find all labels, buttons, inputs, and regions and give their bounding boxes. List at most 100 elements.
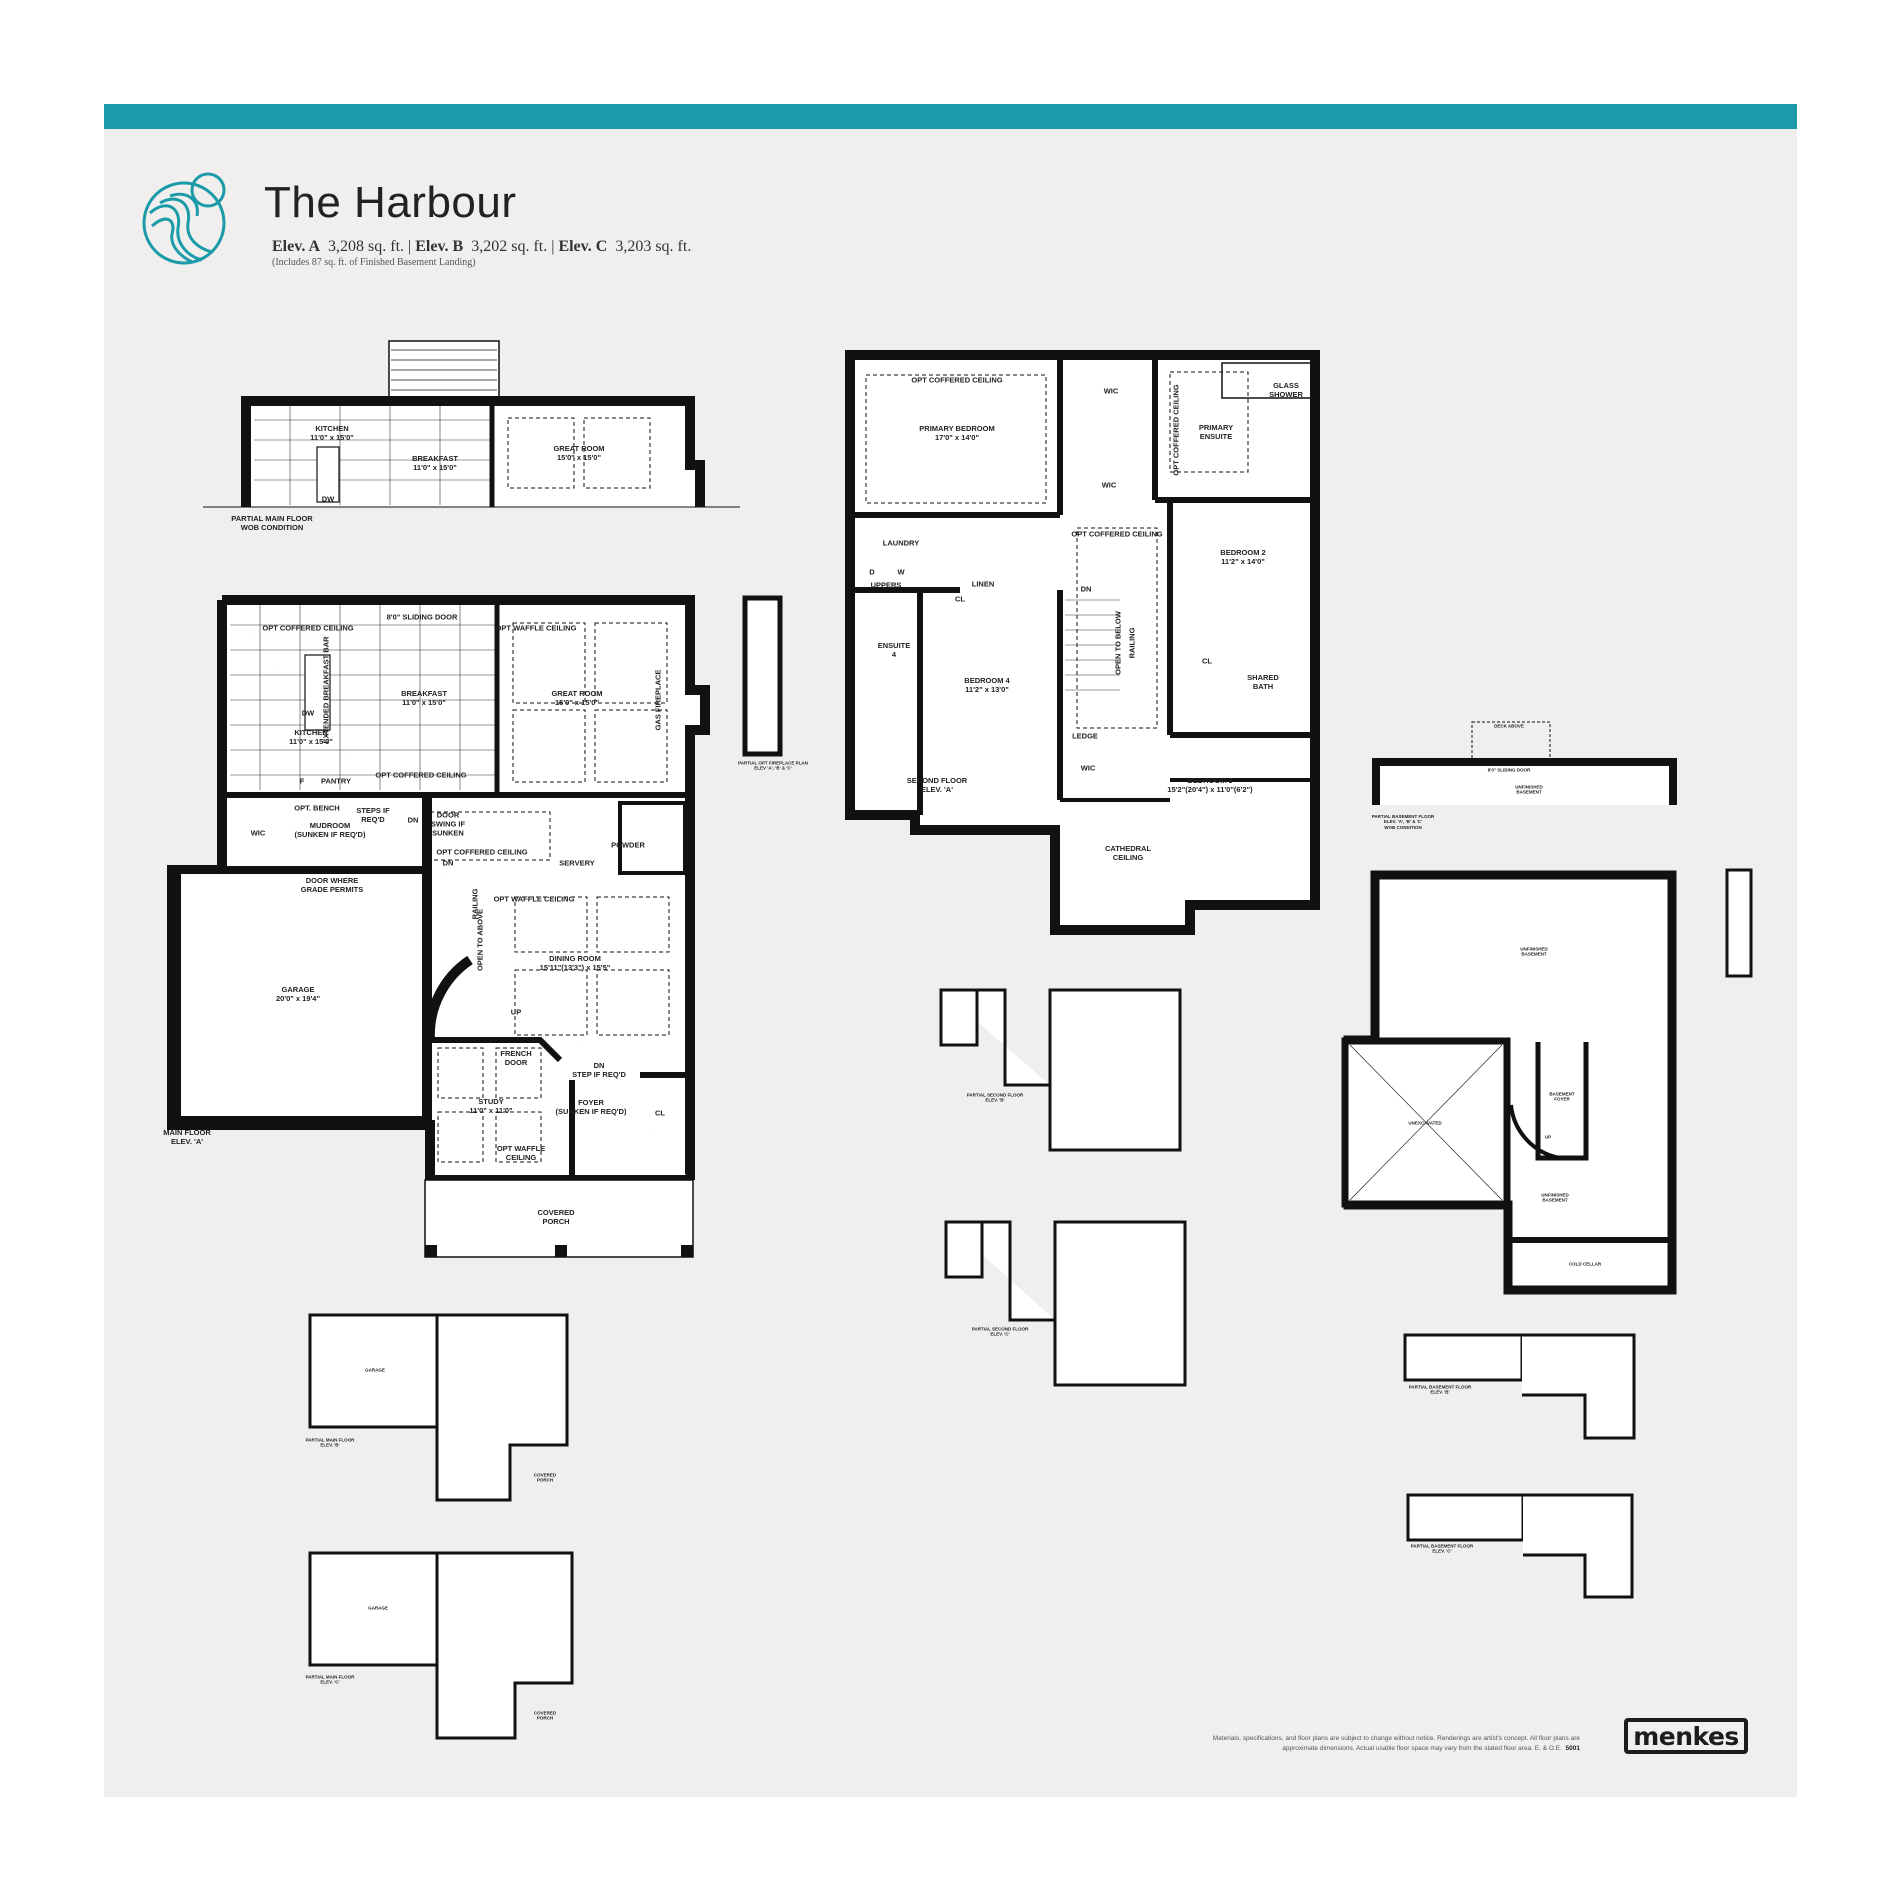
room-label: LEDGE <box>1072 731 1098 741</box>
room-label: GREAT ROOM 15'0" x 15'0" <box>553 444 605 462</box>
room-label: OPT. BENCH <box>294 803 340 813</box>
room-label: CL <box>655 1108 665 1118</box>
room-label: UNFINISHED BASEMENT <box>1520 946 1548 957</box>
menkes-logo: menkes <box>1624 1718 1748 1754</box>
room-label: BEDROOM 3 15'2"(20'4") x 11'0"(6'2") <box>1167 776 1253 794</box>
partial-basement-wob-plan <box>1372 721 1677 805</box>
room-label: RAILING <box>470 888 480 920</box>
room-label: EXTENDED BREAKFAST BAR <box>321 636 331 744</box>
room-label: POWDER <box>611 840 645 850</box>
room-label: GARAGE <box>365 1367 385 1373</box>
harbour-logo <box>142 172 226 265</box>
room-label: OPT WAFFLE CEILING <box>496 1144 546 1162</box>
room-label: OPT WAFFLE CEILING <box>495 623 577 633</box>
room-label: DN <box>442 858 454 868</box>
plan-code: 5001 <box>1565 1744 1580 1752</box>
room-label: STUDY 11'0" x 11'0" <box>469 1097 513 1115</box>
room-label: LINEN <box>971 579 995 589</box>
room-label: DW <box>301 708 315 718</box>
elev-b-name: Elev. B <box>415 238 464 255</box>
room-label: UNFINISHED BASEMENT <box>1515 784 1543 795</box>
plan-caption: PARTIAL MAIN FLOOR ELEV. 'B' <box>305 1437 355 1448</box>
page-title: The Harbour <box>264 178 517 227</box>
room-label: UPPERS <box>870 580 902 590</box>
brand-name: menkes <box>1633 1721 1739 1751</box>
room-label: 8'0" SLIDING DOOR <box>1487 767 1531 773</box>
ceiling-outlines <box>429 622 670 1163</box>
plan-caption: PARTIAL OPT FIREPLACE PLAN ELEV 'A', 'B'… <box>738 760 808 771</box>
room-label: GARAGE <box>368 1605 388 1611</box>
room-label: OPEN TO BELOW <box>1113 611 1123 675</box>
room-label: GAS FIREPLACE <box>653 669 663 731</box>
room-label: W <box>897 567 905 577</box>
elevation-areas: Elev. A 3,208 sq. ft. | Elev. B 3,202 sq… <box>272 238 691 256</box>
room-label: BEDROOM 2 11'2" x 14'0" <box>1220 548 1266 566</box>
room-label: BASEMENT FOYER <box>1549 1091 1575 1102</box>
room-label: MUDROOM (SUNKEN IF REQ'D) <box>294 821 366 839</box>
room-label: KITCHEN 11'0" x 15'0" <box>310 424 354 442</box>
room-label: DOOR SWING IF SUNKEN <box>430 810 466 838</box>
room-label: GARAGE 20'0" x 19'4" <box>275 985 321 1003</box>
elev-b-area: 3,202 sq. ft. <box>471 238 548 255</box>
room-label: DECK ABOVE <box>1494 723 1524 729</box>
room-label: GLASS SHOWER <box>1269 381 1303 399</box>
room-label: F <box>299 776 305 786</box>
separator: | <box>408 238 412 255</box>
room-label: UP <box>510 1007 522 1017</box>
accent-bar <box>104 104 1797 129</box>
room-label: OPT COFFERED CEILING <box>1171 384 1181 476</box>
room-label: BEDROOM 4 11'2" x 13'0" <box>964 676 1010 694</box>
room-label: DN STEP IF REQ'D <box>572 1061 626 1079</box>
room-label: UNEXCAVATED <box>1408 1120 1442 1126</box>
room-label: GREAT ROOM 15'0" x 15'0" <box>551 689 603 707</box>
room-label: D <box>869 567 875 577</box>
room-label: CL <box>1202 656 1212 666</box>
room-label: DINING ROOM 15'11"(13'3") x 15'5" <box>539 954 611 972</box>
plan-caption: PARTIAL MAIN FLOOR ELEV. 'C' <box>305 1674 355 1685</box>
plan-caption: PARTIAL BASEMENT FLOOR ELEV. 'C' <box>1410 1543 1474 1554</box>
room-label: WIC <box>1101 480 1117 490</box>
room-label: PRIMARY ENSUITE <box>1198 423 1234 441</box>
plan-caption: PARTIAL BASEMENT FLOOR ELEV. 'A', 'B' & … <box>1371 813 1435 830</box>
room-label: OPT COFFERED CEILING <box>262 623 354 633</box>
room-label: DN <box>1080 584 1092 594</box>
elev-a-name: Elev. A <box>272 238 321 255</box>
plan-caption: SECOND FLOOR ELEV. 'A' <box>906 776 968 794</box>
elev-c-area: 3,203 sq. ft. <box>615 238 692 255</box>
room-label: KITCHEN 11'0" x 15'0" <box>289 728 333 746</box>
basement-plan <box>1341 870 1677 1295</box>
room-label: FOYER (SUNKEN IF REQ'D) <box>555 1098 627 1116</box>
room-label: OPT COFFERED CEILING <box>436 847 528 857</box>
room-label: UP <box>1544 1134 1552 1140</box>
room-label: STEPS IF REQ'D <box>356 806 390 824</box>
room-label: DOOR WHERE GRADE PERMITS <box>300 876 364 894</box>
plan-caption: PARTIAL SECOND FLOOR ELEV. 'C' <box>971 1326 1029 1337</box>
elev-c-name: Elev. C <box>558 238 608 255</box>
room-label: COVERED PORCH <box>533 1710 557 1721</box>
room-label: WIC <box>1103 386 1119 396</box>
plan-caption: PARTIAL MAIN FLOOR WOB CONDITION <box>231 514 313 532</box>
partial-main-wob-plan <box>203 340 740 508</box>
room-label: CATHEDRAL CEILING <box>1104 844 1152 862</box>
room-label: BREAKFAST 11'0" x 15'0" <box>412 454 458 472</box>
room-label: SHARED BATH <box>1247 673 1279 691</box>
room-label: OPT COFFERED CEILING <box>375 770 467 780</box>
separator: | <box>551 238 555 255</box>
elev-a-area: 3,208 sq. ft. <box>328 238 405 255</box>
room-label: OPT WAFFLE CEILING <box>493 894 575 904</box>
plan-caption: PARTIAL SECOND FLOOR ELEV. 'B' <box>966 1092 1024 1103</box>
room-label: WIC <box>250 828 266 838</box>
room-label: LAUNDRY <box>882 538 920 548</box>
room-label: 8'0" SLIDING DOOR <box>386 612 458 622</box>
main-floor-tile-grid <box>230 605 495 790</box>
room-label: FRENCH DOOR <box>500 1049 532 1067</box>
room-label: RAILING <box>1127 627 1137 659</box>
small-partial-plans <box>308 988 1636 1740</box>
room-label: OPT COFFERED CEILING <box>911 375 1003 385</box>
room-label: OPT COFFERED CEILING <box>1071 529 1163 539</box>
second-floor-plan <box>845 350 1320 935</box>
basement-small-partial <box>1725 868 1753 978</box>
room-label: CL <box>955 594 965 604</box>
room-label: BREAKFAST 11'0" x 15'0" <box>401 689 447 707</box>
area-note: (Includes 87 sq. ft. of Finished Basemen… <box>272 257 476 268</box>
